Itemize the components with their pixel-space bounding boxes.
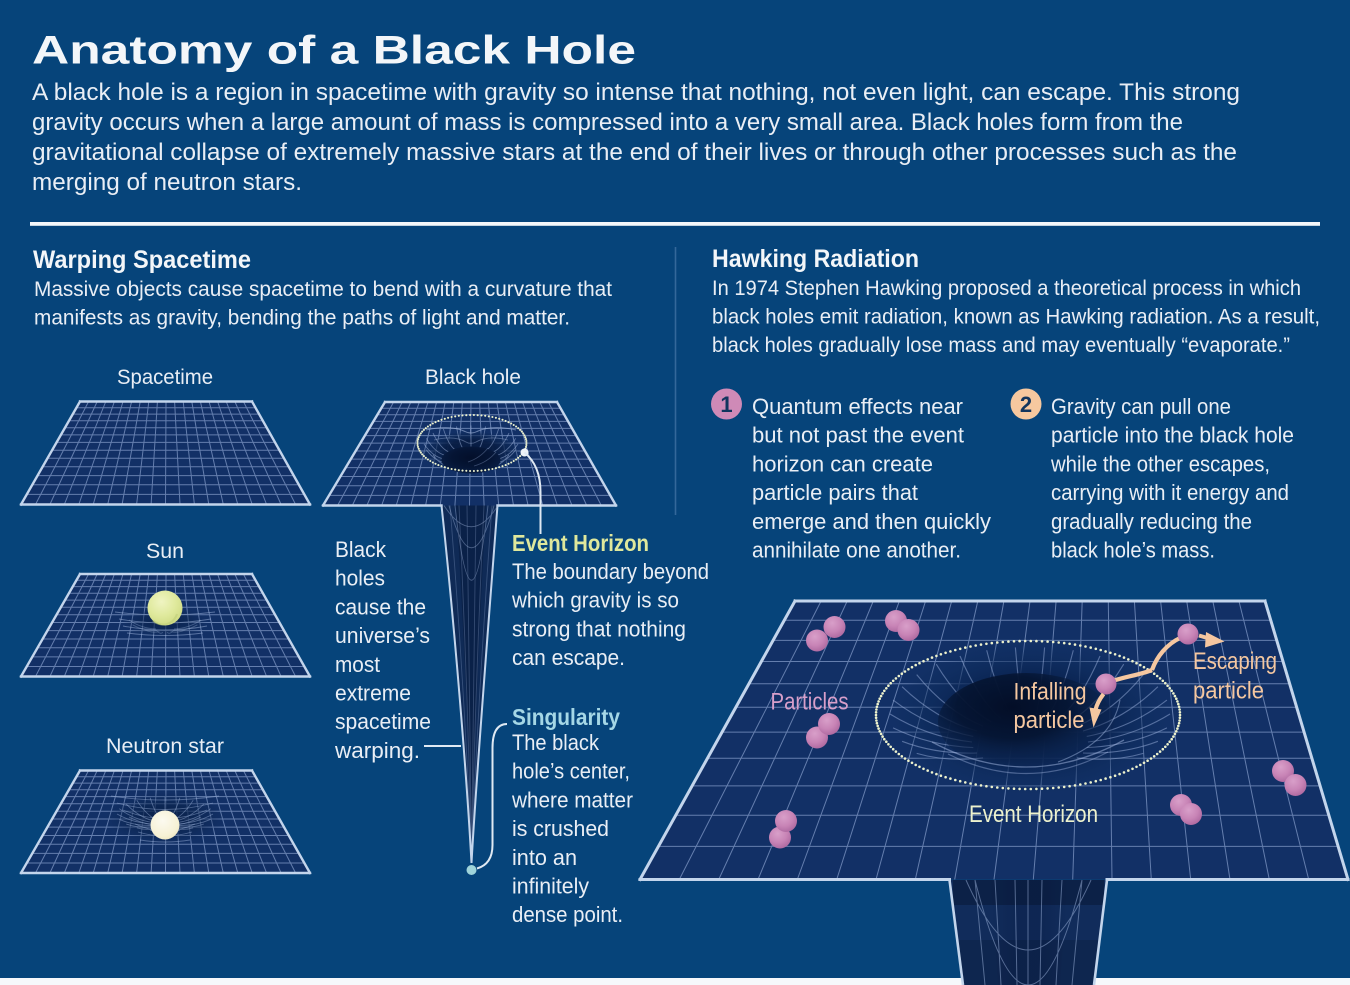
svg-text:into an: into an	[512, 845, 577, 870]
svg-text:but not past the event: but not past the event	[752, 423, 964, 448]
svg-text:particle: particle	[1014, 707, 1085, 734]
svg-text:cause the: cause the	[335, 594, 426, 619]
svg-text:carrying with it energy and: carrying with it energy and	[1051, 480, 1289, 505]
svg-text:A black hole is a region in sp: A black hole is a region in spacetime wi…	[32, 79, 1240, 106]
svg-text:Anatomy of a Black Hole: Anatomy of a Black Hole	[32, 29, 636, 73]
svg-text:where matter: where matter	[511, 787, 633, 812]
svg-text:extreme: extreme	[335, 681, 411, 706]
svg-text:Singularity: Singularity	[512, 704, 620, 730]
svg-text:emerge and then quickly: emerge and then quickly	[752, 509, 991, 534]
svg-text:particle into the black hole: particle into the black hole	[1051, 423, 1294, 448]
svg-text:Particles: Particles	[771, 689, 849, 716]
svg-text:can escape.: can escape.	[512, 645, 625, 670]
svg-text:Neutron star: Neutron star	[106, 735, 224, 758]
svg-text:black holes emit radiation, kn: black holes emit radiation, known as Haw…	[712, 306, 1320, 329]
svg-text:Black: Black	[335, 537, 387, 562]
svg-text:black holes gradually lose mas: black holes gradually lose mass and may …	[712, 334, 1290, 357]
svg-text:Event Horizon: Event Horizon	[969, 801, 1098, 828]
svg-text:The boundary beyond: The boundary beyond	[512, 559, 709, 584]
svg-text:black hole’s mass.: black hole’s mass.	[1051, 538, 1215, 563]
svg-text:is crushed: is crushed	[512, 816, 609, 841]
svg-text:which gravity is so: which gravity is so	[511, 588, 679, 613]
svg-text:The black: The black	[512, 730, 600, 755]
svg-text:gravity occurs when a large am: gravity occurs when a large amount of ma…	[32, 109, 1183, 136]
svg-text:Infalling: Infalling	[1014, 679, 1087, 706]
svg-text:particle: particle	[1193, 678, 1264, 705]
svg-text:Sun: Sun	[146, 540, 184, 563]
svg-text:horizon can create: horizon can create	[752, 451, 933, 476]
svg-text:Black hole: Black hole	[425, 366, 521, 389]
svg-text:Hawking Radiation: Hawking Radiation	[712, 245, 919, 273]
svg-text:while the other escapes,: while the other escapes,	[1050, 451, 1270, 476]
svg-text:particle pairs that: particle pairs that	[752, 480, 918, 505]
svg-text:Quantum effects near: Quantum effects near	[752, 394, 963, 419]
svg-text:manifests as gravity, bending: manifests as gravity, bending the paths …	[34, 307, 570, 330]
svg-text:gradually reducing the: gradually reducing the	[1051, 509, 1252, 534]
svg-text:Massive objects cause spacetim: Massive objects cause spacetime to bend …	[34, 278, 612, 301]
svg-text:dense point.: dense point.	[512, 902, 623, 927]
svg-text:strong that nothing: strong that nothing	[512, 616, 686, 641]
svg-text:universe’s: universe’s	[335, 623, 430, 648]
svg-text:annihilate one another.: annihilate one another.	[752, 538, 961, 563]
svg-text:Warping Spacetime: Warping Spacetime	[33, 246, 251, 274]
svg-text:merging of neutron stars.: merging of neutron stars.	[32, 169, 302, 196]
svg-text:Event Horizon: Event Horizon	[512, 530, 649, 556]
svg-text:most: most	[335, 652, 380, 677]
svg-text:Spacetime: Spacetime	[117, 366, 213, 389]
svg-text:gravitational collapse of extr: gravitational collapse of extremely mass…	[32, 139, 1237, 166]
svg-text:infinitely: infinitely	[512, 874, 589, 899]
svg-text:Gravity can pull one: Gravity can pull one	[1051, 394, 1231, 419]
svg-text:spacetime: spacetime	[335, 709, 431, 734]
svg-text:hole’s center,: hole’s center,	[512, 759, 630, 784]
svg-text:In 1974 Stephen Hawking propos: In 1974 Stephen Hawking proposed a theor…	[712, 277, 1301, 300]
svg-text:1: 1	[720, 392, 732, 417]
svg-text:Escaping: Escaping	[1193, 648, 1277, 675]
svg-text:warping.: warping.	[334, 738, 420, 763]
svg-text:2: 2	[1020, 392, 1032, 417]
svg-text:holes: holes	[335, 566, 385, 591]
